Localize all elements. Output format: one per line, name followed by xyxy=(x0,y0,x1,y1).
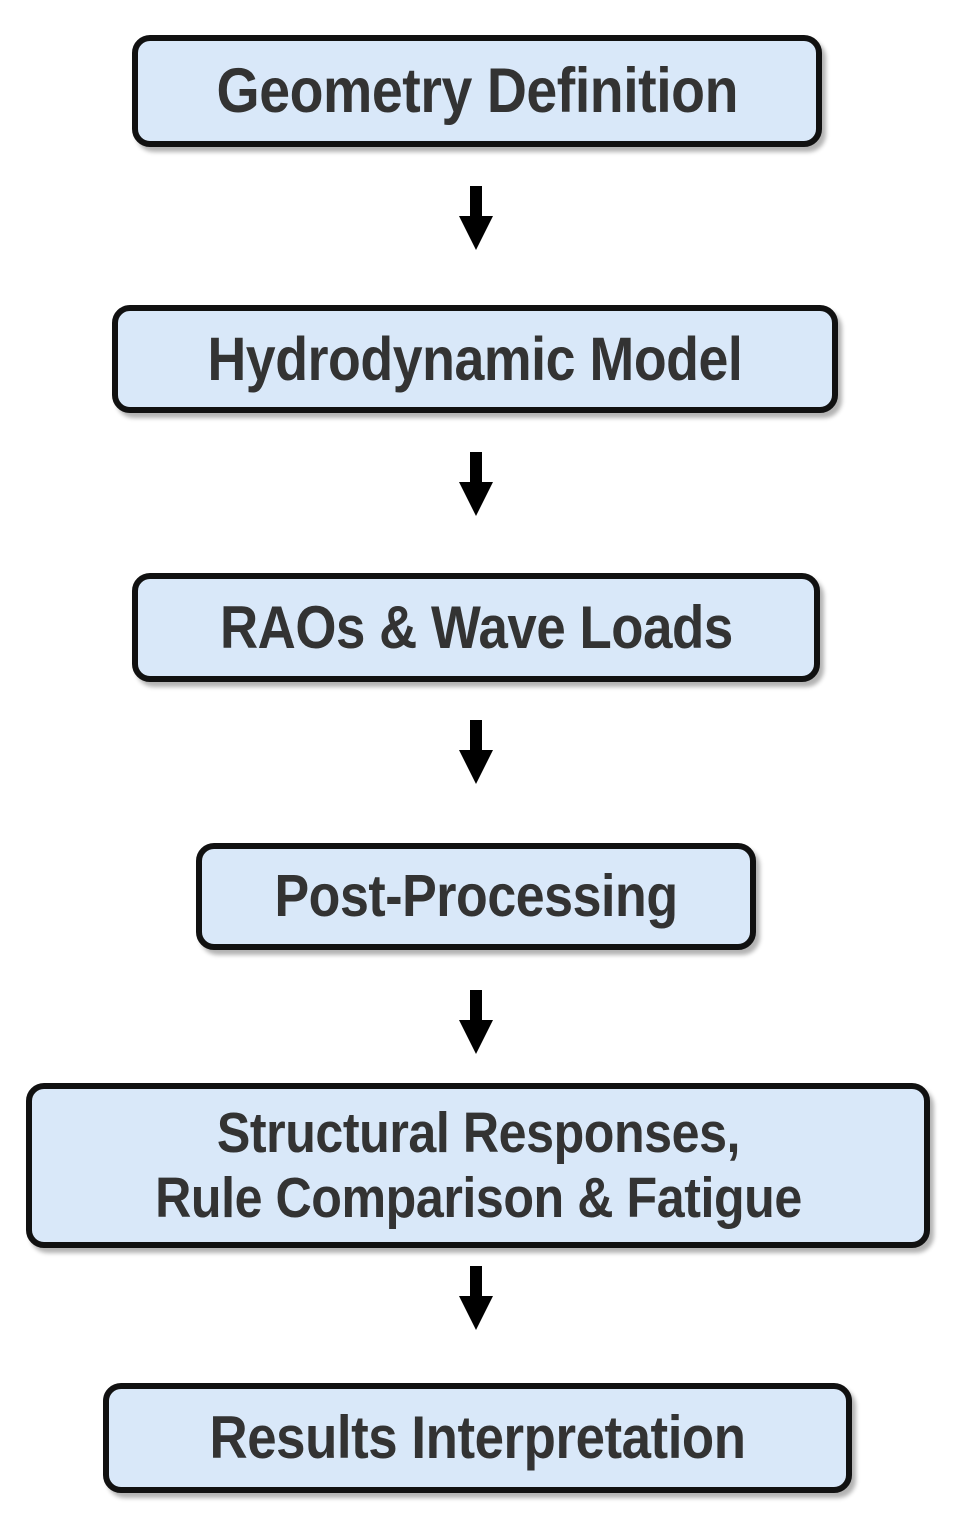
arrow-head xyxy=(459,1020,493,1054)
flow-node-structural-responses[interactable]: Structural Responses, Rule Comparison & … xyxy=(26,1083,930,1248)
flow-node-results-interpretation[interactable]: Results Interpretation xyxy=(103,1383,852,1493)
arrow-shaft xyxy=(470,186,482,220)
flow-node-label: Structural Responses, Rule Comparison & … xyxy=(154,1100,802,1230)
down-arrow-icon-1 xyxy=(456,186,496,250)
down-arrow-icon-2 xyxy=(456,452,496,516)
down-arrow-icon-4 xyxy=(456,990,496,1054)
flow-node-hydrodynamic-model[interactable]: Hydrodynamic Model xyxy=(112,305,838,413)
flow-node-raos-wave-loads[interactable]: RAOs & Wave Loads xyxy=(132,573,820,682)
flow-node-label: Post-Processing xyxy=(274,863,678,930)
arrow-shaft xyxy=(470,1266,482,1300)
flow-node-label: Hydrodynamic Model xyxy=(207,324,743,393)
flow-node-post-processing[interactable]: Post-Processing xyxy=(196,843,756,950)
flow-node-label: Results Interpretation xyxy=(209,1404,746,1472)
flow-node-label: Geometry Definition xyxy=(216,55,738,126)
arrow-shaft xyxy=(470,452,482,486)
flow-node-geometry-definition[interactable]: Geometry Definition xyxy=(132,35,822,147)
down-arrow-icon-5 xyxy=(456,1266,496,1330)
arrow-shaft xyxy=(470,720,482,754)
down-arrow-icon-3 xyxy=(456,720,496,784)
arrow-head xyxy=(459,482,493,516)
arrow-head xyxy=(459,216,493,250)
flow-node-label: RAOs & Wave Loads xyxy=(219,593,733,661)
arrow-shaft xyxy=(470,990,482,1024)
arrow-head xyxy=(459,1296,493,1330)
arrow-head xyxy=(459,750,493,784)
